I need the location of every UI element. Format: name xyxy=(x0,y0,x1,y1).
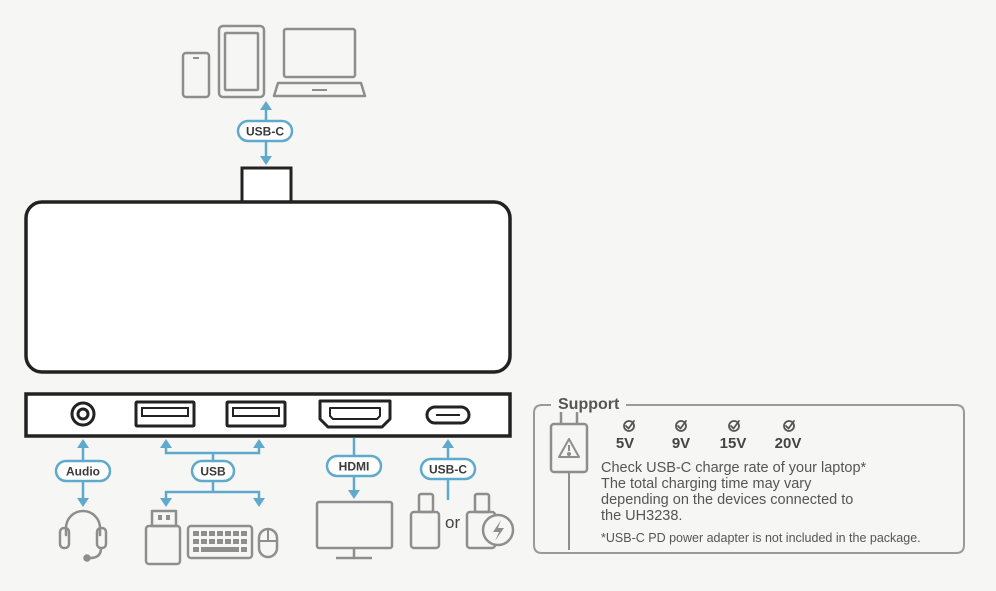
hdmi-badge: HDMI xyxy=(325,454,383,478)
usbc-top-label: USB-C xyxy=(246,125,284,139)
usb-c-drive-icon xyxy=(409,492,441,550)
usb-a-port-icon xyxy=(225,400,287,428)
hub-front-panel xyxy=(24,392,512,438)
hub-top-body xyxy=(24,200,512,374)
laptop-icon xyxy=(272,27,367,98)
checkmark-icon xyxy=(728,420,740,432)
hub-connector-plug xyxy=(240,166,293,206)
support-note-line: Check USB-C charge rate of your laptop* xyxy=(601,460,867,476)
support-note-line: depending on the devices connected to xyxy=(601,492,853,508)
usbc-bottom-badge: USB-C xyxy=(419,457,477,481)
usb-label: USB xyxy=(200,465,226,479)
support-note-line: The total charging time may vary xyxy=(601,476,812,492)
support-footnote: *USB-C PD power adapter is not included … xyxy=(601,531,921,545)
keyboard-icon xyxy=(186,524,254,560)
voltage-20v: 20V xyxy=(775,435,802,452)
usbc-top-badge: USB-C xyxy=(236,119,294,143)
usb-connector xyxy=(160,439,265,507)
usb-c-port-icon xyxy=(425,405,471,425)
monitor-icon xyxy=(315,500,394,560)
support-note-line: the UH3238. xyxy=(601,508,682,524)
audio-jack-icon xyxy=(70,401,96,427)
phone-icon xyxy=(181,51,211,99)
hdmi-port-icon xyxy=(318,399,392,429)
support-title: Support xyxy=(558,396,620,413)
usb-badge: USB xyxy=(190,459,236,483)
voltage-15v: 15V xyxy=(720,435,747,452)
checkmark-icon xyxy=(783,420,795,432)
usb-flash-drive-icon xyxy=(144,509,182,566)
voltage-5v: 5V xyxy=(616,435,634,452)
mouse-icon xyxy=(257,527,279,559)
support-panel: Support 5V 9V 15V 20V Check USB-C charge… xyxy=(533,396,965,554)
headset-icon xyxy=(58,509,108,562)
audio-badge: Audio xyxy=(54,459,112,483)
audio-label: Audio xyxy=(66,465,100,479)
checkmark-icon xyxy=(623,420,635,432)
usb-a-port-icon xyxy=(134,400,196,428)
usb-c-charger-icon xyxy=(465,492,515,550)
usbc-bottom-label: USB-C xyxy=(429,463,467,477)
tablet-icon xyxy=(217,24,266,99)
or-text: or xyxy=(445,513,460,532)
voltage-9v: 9V xyxy=(672,435,690,452)
checkmark-icon xyxy=(675,420,687,432)
hdmi-label: HDMI xyxy=(339,460,370,474)
power-adapter-icon xyxy=(549,412,589,550)
